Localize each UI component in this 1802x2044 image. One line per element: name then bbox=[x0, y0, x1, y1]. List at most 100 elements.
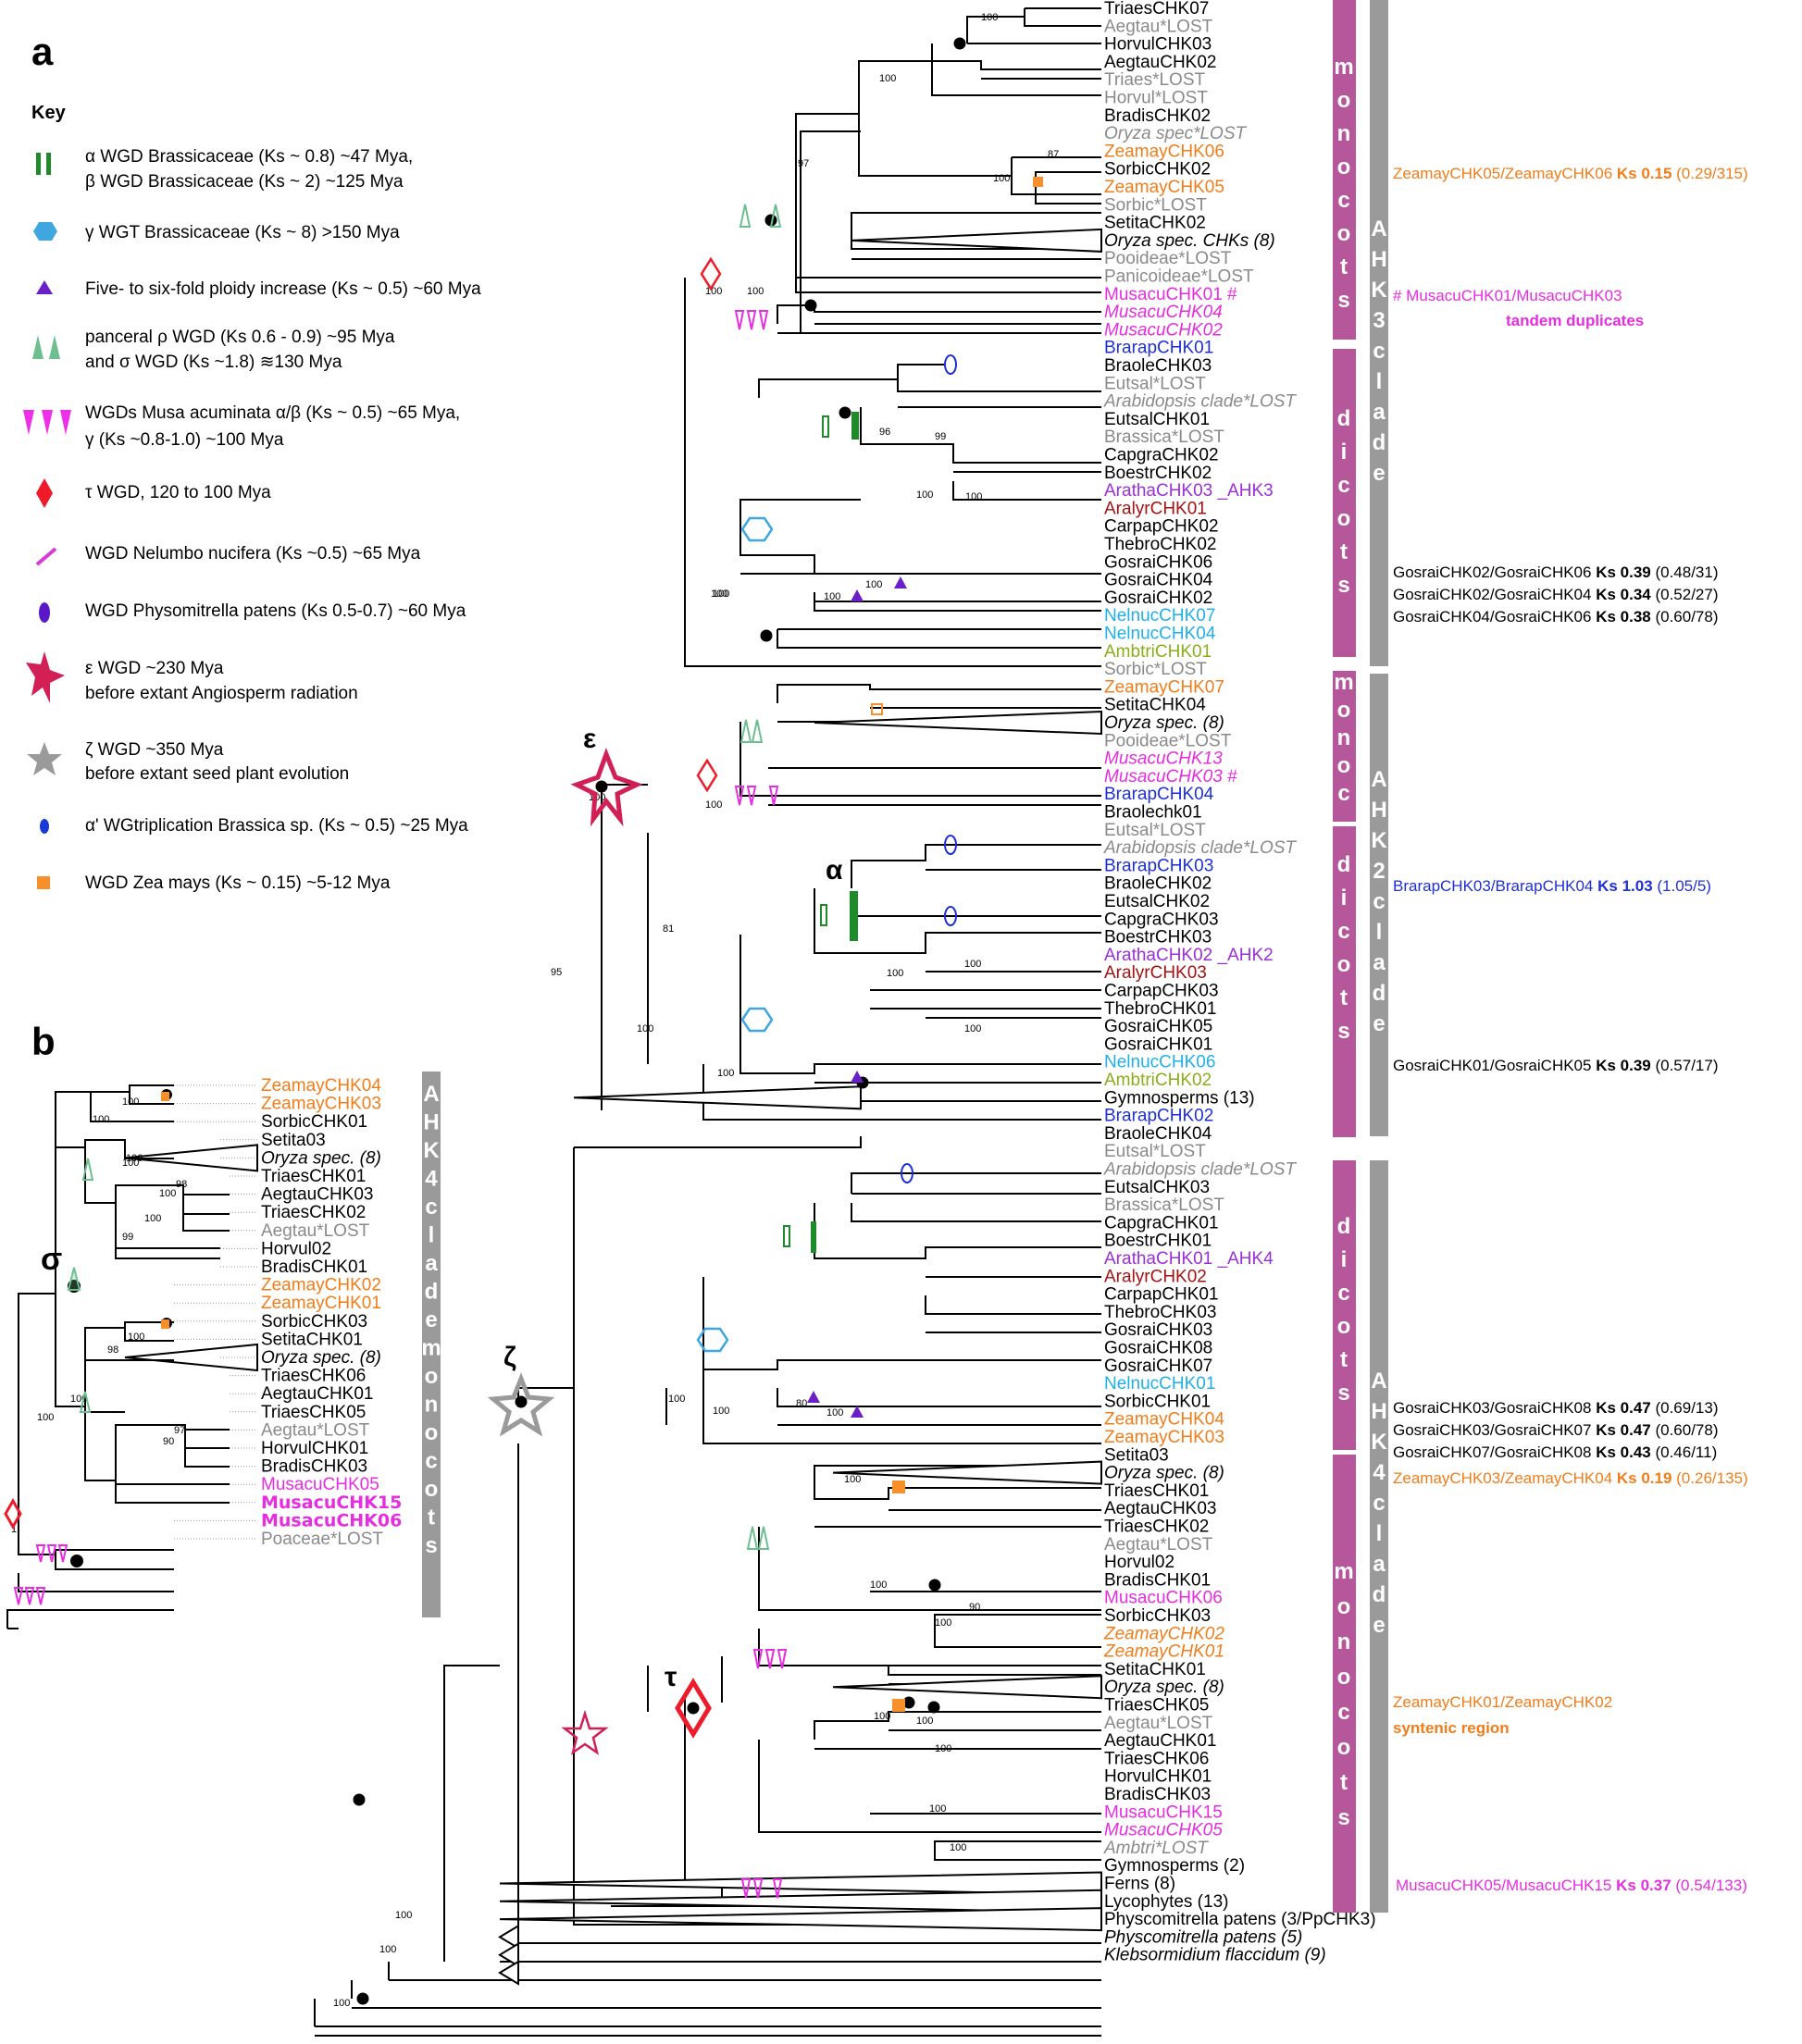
clade-bar-ahk4 bbox=[1370, 1160, 1388, 1913]
leaf-label: GosraiCHK08 bbox=[1104, 1339, 1212, 1358]
ks-pair: GosraiCHK02/GosraiCHK04 bbox=[1393, 586, 1591, 603]
twin-triangle-icon bbox=[79, 1391, 92, 1413]
bar-letter: l bbox=[1376, 920, 1383, 945]
branch bbox=[739, 684, 1101, 806]
ks-pair: GosraiCHK03/GosraiCHK07 bbox=[1393, 1421, 1591, 1439]
bar-letter: e bbox=[1373, 1011, 1385, 1036]
ks-pair: # MusacuCHK01/MusacuCHK03 bbox=[1393, 287, 1622, 304]
leaf-label: SetitaCHK01 bbox=[261, 1330, 363, 1349]
bootstrap-value: 95 bbox=[551, 967, 562, 978]
square-icon bbox=[37, 876, 50, 889]
branch bbox=[56, 1139, 230, 1259]
node-dot bbox=[928, 1579, 941, 1592]
ks-annotation: GosraiCHK03/GosraiCHK08 Ks 0.47 (0.69/13… bbox=[1393, 1399, 1719, 1417]
gray-star-icon bbox=[487, 1372, 555, 1437]
key-item-line: ζ WGD ~350 Mya bbox=[85, 740, 224, 760]
double-bar-icon bbox=[36, 153, 51, 175]
leaf-label: NelnucCHK06 bbox=[1104, 1053, 1215, 1072]
bar-letter: H bbox=[1371, 798, 1386, 823]
leaf-label: SetitaCHK04 bbox=[1104, 696, 1206, 715]
bar-letter: s bbox=[1337, 1805, 1349, 1830]
key-item-line: before extant Angiosperm radiation bbox=[85, 684, 358, 703]
leaf-label: TriaesCHK01 bbox=[261, 1167, 366, 1186]
leaf-label: TriaesCHK01 bbox=[1104, 1481, 1209, 1501]
leaf-label: ZeamayCHK07 bbox=[1104, 677, 1224, 697]
bar-letter: d bbox=[1373, 981, 1386, 1006]
leaf-label: Braolechk01 bbox=[1104, 803, 1202, 823]
key-item-line: α WGD Brassicaceae (Ks ~ 0.8) ~47 Mya, bbox=[85, 147, 413, 167]
bootstrap-value: 100 bbox=[950, 1842, 966, 1853]
key-item-line: before extant seed plant evolution bbox=[85, 764, 349, 784]
bar-letter: c bbox=[1337, 188, 1349, 213]
double-bar-icon bbox=[811, 1221, 816, 1253]
bootstrap-value: 98 bbox=[107, 1344, 118, 1356]
leaf-label: Setita03 bbox=[1104, 1445, 1169, 1465]
leaf-label: TriaesCHK02 bbox=[1104, 1518, 1209, 1537]
bar-letter: c bbox=[1337, 1281, 1349, 1306]
bar-letter: o bbox=[1337, 1665, 1351, 1690]
hexagon-icon bbox=[696, 1327, 729, 1353]
node-dot bbox=[927, 1701, 940, 1714]
leaf-label: GosraiCHK06 bbox=[1104, 552, 1212, 572]
leaf-label: MusacuCHK13 bbox=[1104, 749, 1223, 769]
ks-annotation: tandem duplicates bbox=[1506, 312, 1644, 329]
clade-bars: monocotsdicotsmonocdicotsdicotsmonocotsA… bbox=[1333, 0, 1388, 1913]
leaf-label: TriaesCHK02 bbox=[261, 1203, 366, 1222]
leaf-label: MusacuCHK05 bbox=[1104, 1821, 1223, 1840]
clade-bar-dicots bbox=[1333, 349, 1356, 657]
bar-letter: o bbox=[1337, 88, 1351, 113]
ks-pair: syntenic region bbox=[1393, 1719, 1510, 1737]
small-ellipse-icon bbox=[944, 354, 957, 375]
bootstrap-value: 100 bbox=[964, 959, 981, 970]
leaf-label: Physcomitrella patens (3/PpCHK3) bbox=[1104, 1910, 1376, 1929]
triple-down-triangle-icon bbox=[13, 1544, 68, 1605]
bar-letter: l bbox=[1376, 369, 1383, 394]
bootstrap-value: 98 bbox=[176, 1179, 187, 1190]
ks-value: Ks 0.19 bbox=[1612, 1469, 1672, 1487]
small-ellipse-icon bbox=[901, 1163, 913, 1183]
leaf-label: SetitaCHK02 bbox=[1104, 214, 1206, 233]
twin-triangle-icon bbox=[32, 335, 60, 359]
node-dot bbox=[953, 37, 966, 50]
leaf-label: ZeamayCHK04 bbox=[1104, 1410, 1224, 1430]
bootstrap-value: 100 bbox=[705, 799, 722, 811]
leaf-label: CarpapCHK03 bbox=[1104, 982, 1219, 1001]
leaf-label: EutsalCHK02 bbox=[1104, 892, 1210, 911]
bar-letter: o bbox=[1337, 952, 1351, 977]
leaf-label: NelnucCHK07 bbox=[1104, 606, 1215, 626]
ks-extra: (1.05/5) bbox=[1653, 877, 1711, 895]
leaf-label: BrarapCHK01 bbox=[1104, 339, 1213, 358]
leaf-label: Oryza spec*LOST bbox=[1104, 124, 1247, 143]
bootstrap-value: 100 bbox=[717, 1068, 734, 1079]
leaf-label: MusacuCHK04 bbox=[1104, 303, 1223, 322]
leaf-label: Oryza spec. (8) bbox=[1104, 1678, 1224, 1697]
leaf-label: ZeamayCHK03 bbox=[261, 1095, 381, 1114]
branch bbox=[573, 1136, 862, 1360]
bar-letter: o bbox=[1337, 221, 1351, 246]
small-ellipse-icon bbox=[40, 819, 49, 834]
main-tree: TriaesCHK07Aegtau*LOSTHorvulCHK03AegtauC… bbox=[314, 0, 1376, 2037]
triple-down-triangle-icon bbox=[734, 310, 788, 1899]
bootstrap-value: 100 bbox=[935, 1743, 951, 1754]
leaf-label: HorvulCHK03 bbox=[1104, 35, 1212, 55]
leaf-label: MusacuCHK15 bbox=[261, 1493, 402, 1513]
bar-letter: m bbox=[421, 1336, 441, 1361]
bar-letter: n bbox=[425, 1393, 439, 1418]
clade-bar-dicots bbox=[1333, 826, 1356, 1137]
leaf-label: ZeamayCHK04 bbox=[261, 1076, 381, 1096]
triangle-icon bbox=[851, 1071, 864, 1083]
node-dot bbox=[515, 1395, 528, 1408]
alpha-label: α bbox=[826, 855, 843, 886]
bar-letter: o bbox=[1337, 506, 1351, 531]
bar-letter: H bbox=[1371, 1399, 1386, 1424]
leaf-label: Ferns (8) bbox=[1104, 1875, 1175, 1894]
ellipse-icon bbox=[39, 602, 50, 623]
leaf-label: AegtauCHK01 bbox=[1104, 1731, 1216, 1751]
diamond-icon bbox=[36, 478, 53, 508]
leaf-label: MusacuCHK03 # bbox=[1104, 767, 1237, 787]
ks-extra: (0.60/78) bbox=[1651, 608, 1719, 626]
bar-letter: K bbox=[1371, 278, 1387, 303]
leaf-label: ThebroCHK01 bbox=[1104, 999, 1216, 1019]
clade-bar-monoc bbox=[1333, 671, 1356, 822]
